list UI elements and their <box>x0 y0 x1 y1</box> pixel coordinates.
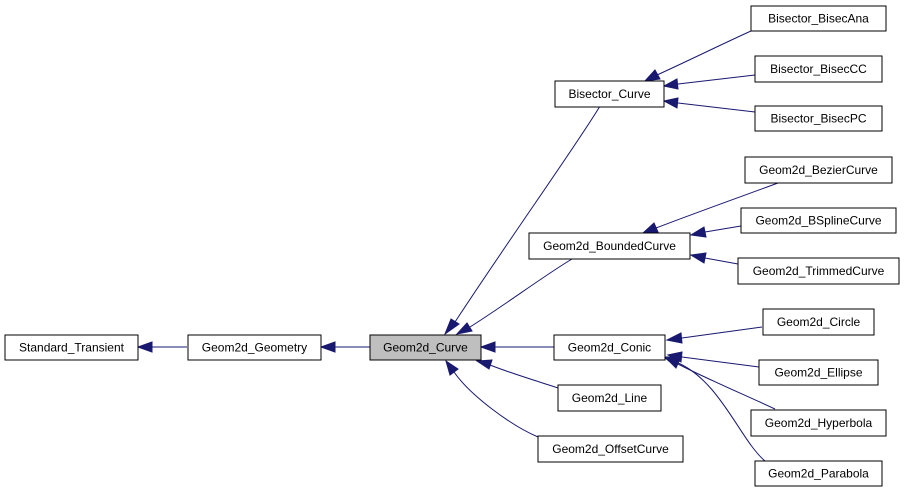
node-label: Geom2d_TrimmedCurve <box>753 264 885 278</box>
node-label: Geom2d_Line <box>572 391 648 405</box>
edges <box>136 30 779 462</box>
node-geom2d-curve[interactable]: Geom2d_Curve <box>369 334 482 361</box>
node-label: Geom2d_BoundedCurve <box>543 239 676 253</box>
node-label: Geom2d_Curve <box>383 341 468 355</box>
node-geom2d-conic[interactable]: Geom2d_Conic <box>553 334 666 361</box>
edge-geom2d-geometry-to-standard-transient <box>136 341 187 353</box>
node-geom2d-parabola[interactable]: Geom2d_Parabola <box>754 460 883 487</box>
node-label: Bisector_BisecPC <box>770 112 866 126</box>
edge-geom2d-boundedcurve-to-geom2d-curve <box>455 258 573 335</box>
nodes: Standard_Transient Geom2d_Geometry Geom2… <box>4 5 900 487</box>
edge-geom2d-bsplinecurve-to-geom2d-boundedcurve <box>689 225 742 238</box>
node-label: Geom2d_BSplineCurve <box>755 214 881 228</box>
node-geom2d-boundedcurve[interactable]: Geom2d_BoundedCurve <box>528 232 691 260</box>
edge-bisector-curve-to-geom2d-curve <box>443 105 601 336</box>
node-label: Geom2d_Conic <box>568 341 651 355</box>
edge-bisector-biseccc-to-bisector-curve <box>662 74 756 90</box>
node-geom2d-ellipse[interactable]: Geom2d_Ellipse <box>758 359 879 386</box>
edge-geom2d-offsetcurve-to-geom2d-curve <box>445 359 539 438</box>
node-bisector-bisecpc[interactable]: Bisector_BisecPC <box>754 105 883 132</box>
node-bisector-curve[interactable]: Bisector_Curve <box>554 80 665 108</box>
edge-geom2d-trimmedcurve-to-geom2d-boundedcurve <box>689 252 739 265</box>
edge-bisector-bisecpc-to-bisector-curve <box>662 97 756 113</box>
edge-geom2d-circle-to-geom2d-conic <box>665 326 763 344</box>
node-bisector-bisecana[interactable]: Bisector_BisecAna <box>750 5 887 32</box>
node-label: Bisector_Curve <box>568 87 650 101</box>
edge-geom2d-line-to-geom2d-curve <box>475 359 559 389</box>
edge-geom2d-curve-to-geom2d-geometry <box>319 341 370 353</box>
node-label: Geom2d_Ellipse <box>774 366 862 380</box>
node-geom2d-hyperbola[interactable]: Geom2d_Hyperbola <box>750 409 887 437</box>
node-label: Geom2d_Circle <box>777 315 861 329</box>
node-geom2d-beziercurve[interactable]: Geom2d_BezierCurve <box>744 156 893 184</box>
edge-geom2d-parabola-to-geom2d-conic <box>662 356 766 462</box>
node-geom2d-line[interactable]: Geom2d_Line <box>557 384 662 412</box>
node-label: Geom2d_Parabola <box>768 467 869 481</box>
node-bisector-biseccc[interactable]: Bisector_BisecCC <box>754 55 883 83</box>
edge-geom2d-conic-to-geom2d-curve <box>479 341 554 353</box>
node-label: Bisector_BisecAna <box>768 12 869 26</box>
node-label: Geom2d_Hyperbola <box>765 416 873 430</box>
node-label: Bisector_BisecCC <box>770 62 867 76</box>
node-geom2d-geometry[interactable]: Geom2d_Geometry <box>187 334 322 361</box>
node-geom2d-trimmedcurve[interactable]: Geom2d_TrimmedCurve <box>737 257 900 285</box>
node-label: Geom2d_Geometry <box>202 341 307 355</box>
node-geom2d-circle[interactable]: Geom2d_Circle <box>762 308 875 336</box>
node-standard-transient[interactable]: Standard_Transient <box>4 334 139 361</box>
node-label: Geom2d_BezierCurve <box>759 163 878 177</box>
node-label: Standard_Transient <box>19 341 125 355</box>
node-label: Geom2d_OffsetCurve <box>552 442 669 456</box>
node-geom2d-bsplinecurve[interactable]: Geom2d_BSplineCurve <box>740 207 897 234</box>
node-geom2d-offsetcurve[interactable]: Geom2d_OffsetCurve <box>537 435 684 463</box>
edge-bisector-bisecana-to-bisector-curve <box>643 30 752 82</box>
